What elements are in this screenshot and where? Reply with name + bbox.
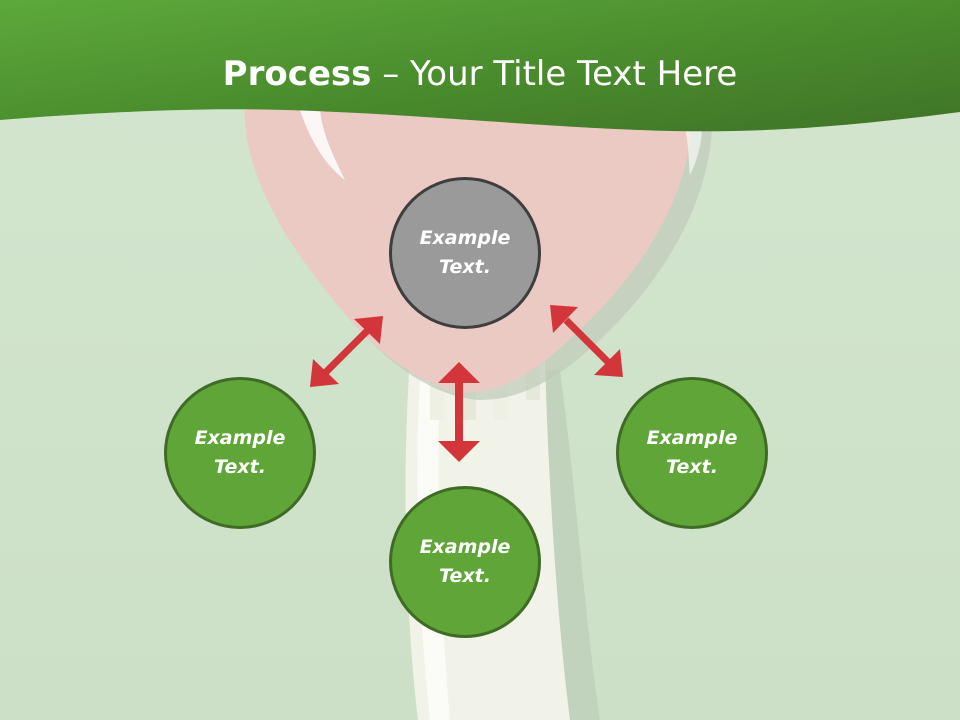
process-node-left[interactable]: Example Text. bbox=[164, 377, 316, 529]
node-label: Example Text. bbox=[646, 427, 738, 478]
process-node-right[interactable]: Example Text. bbox=[616, 377, 768, 529]
process-node-bottom[interactable]: Example Text. bbox=[389, 486, 541, 638]
header-banner bbox=[0, 0, 960, 132]
title-separator: – bbox=[371, 54, 411, 94]
node-label: Example Text. bbox=[194, 427, 286, 478]
strawberry-highlight bbox=[300, 110, 345, 180]
slide-title: Process – Your Title Text Here bbox=[0, 52, 960, 96]
node-label: Example Text. bbox=[419, 536, 511, 587]
title-text: Your Title Text Here bbox=[410, 54, 738, 94]
title-bold-word: Process bbox=[222, 54, 372, 94]
process-node-center[interactable]: Example Text. bbox=[389, 177, 541, 329]
node-label: Example Text. bbox=[419, 227, 511, 278]
